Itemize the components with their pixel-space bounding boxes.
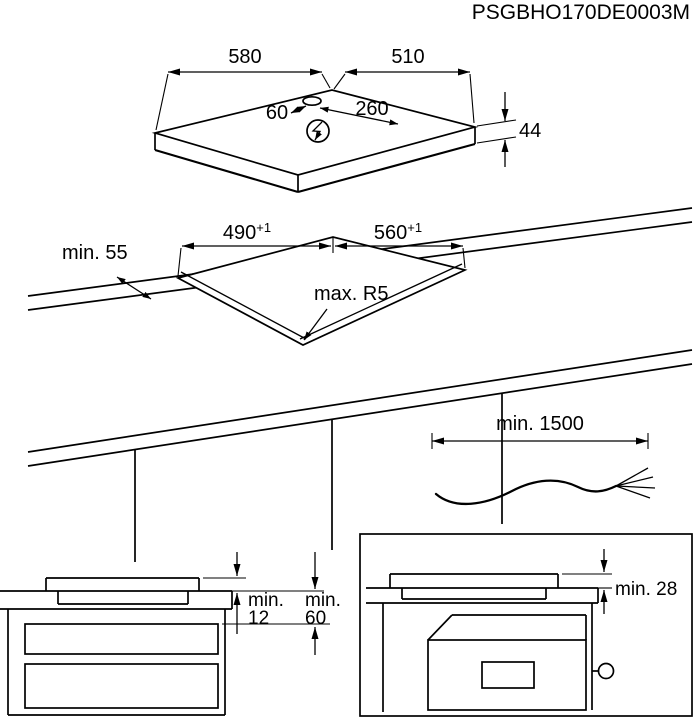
cable-length-view: min. 1500 xyxy=(431,413,656,506)
edge-clearance-label: min. 55 xyxy=(62,242,128,264)
drawer-upper xyxy=(24,623,219,655)
hob-depth-label: 510 xyxy=(391,46,424,68)
drawer-lower xyxy=(24,663,219,709)
hole-offset-left-label: 60 xyxy=(266,102,288,124)
hob-3d-view: 580 510 44 60 260 xyxy=(151,46,541,194)
clearance-12-min: min. xyxy=(248,590,284,611)
cutout-depth-label: 490+1 xyxy=(223,220,271,244)
hob-top-surface xyxy=(151,89,479,176)
clearance-60-value: 60 xyxy=(305,608,326,629)
oven-knob xyxy=(597,662,615,680)
oven-clearance-view: min. 28 xyxy=(359,533,693,717)
drawing-code: PSGBHO170DE0003M xyxy=(472,1,690,24)
cable-stripped-end xyxy=(615,467,656,499)
hob-height-label: 44 xyxy=(519,120,541,142)
built-under-oven xyxy=(427,614,615,711)
worktop-cutout xyxy=(175,236,468,346)
power-cable xyxy=(434,479,618,506)
cutout-width-label: 560+1 xyxy=(374,220,422,244)
clearance-60-min: min. xyxy=(305,590,341,611)
electrical-connection-icon xyxy=(306,119,330,143)
hob-width-label: 580 xyxy=(228,46,261,68)
hole-offset-right-label: 260 xyxy=(355,98,388,120)
oven-variant-frame xyxy=(359,533,693,717)
corner-radius-label: max. R5 xyxy=(314,283,388,305)
cable-length-label: min. 1500 xyxy=(496,413,584,435)
clearance-12-value: 12 xyxy=(248,608,269,629)
oven-vent xyxy=(481,661,535,689)
oven-clearance-label: min. 28 xyxy=(615,579,677,600)
hob-side-view: min. 12 min. 60 xyxy=(0,552,341,716)
cable-hole xyxy=(302,95,322,107)
worktop-cutout-view: 490+1 560+1 min. 55 max. R5 xyxy=(27,207,693,562)
worktop-front-edge xyxy=(27,349,693,453)
